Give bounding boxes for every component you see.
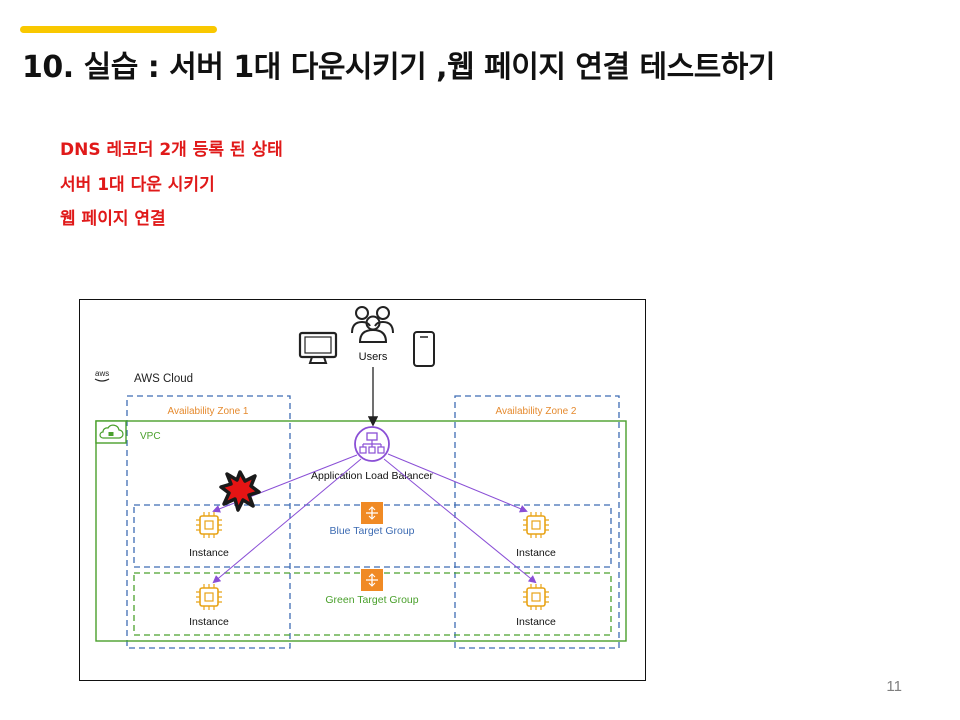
availability-zone-1 [126,395,291,649]
bullet-item: 웹 페이지 연결 [60,209,166,229]
availability-zone-2 [454,395,620,649]
chip-instance-icon [522,511,550,539]
az2-label: Availability Zone 2 [496,406,577,417]
chip-instance-icon [522,583,550,611]
chip-instance-icon [195,511,223,539]
slide-title: 10. 실습 : 서버 1대 다운시키기 ,웹 페이지 연결 테스트하기 [22,50,776,85]
instance-label: Instance [516,616,556,628]
green-target-group-label: Green Target Group [325,594,418,606]
bullet-item: 서버 1대 다운 시키기 [60,174,215,195]
cloud-lock-icon [99,424,124,439]
blue-target-group-label: Blue Target Group [329,525,414,537]
page-number: 11 [886,678,902,695]
bullet-item: DNS 레코더 2개 등록 된 상태 [60,140,283,160]
load-balancer-icon [354,426,390,462]
users-label: Users [359,351,388,363]
vpc-boundary [95,420,627,642]
bullet-list: DNS 레코더 2개 등록 된 상태 서버 1대 다운 시키기 웹 페이지 연결 [60,136,283,240]
instance-label: Instance [189,616,229,628]
aws-cloud-label: AWS Cloud [134,373,193,385]
instance-label: Instance [516,547,556,559]
title-accent-bar [20,26,217,33]
failure-burst-icon [219,470,261,512]
architecture-diagram: Users aws AWS Cloud Availability Zone 1 … [79,299,646,681]
desktop-icon [298,331,338,364]
target-group-icon [360,568,384,592]
az1-label: Availability Zone 1 [168,406,249,417]
users-icon [351,306,394,343]
instance-label: Instance [189,547,229,559]
vpc-label: VPC [140,431,161,442]
alb-label: Application Load Balancer [311,470,434,482]
target-group-icon [360,501,384,525]
mobile-phone-icon [413,331,435,367]
aws-logo: aws [95,369,109,378]
chip-instance-icon [195,583,223,611]
